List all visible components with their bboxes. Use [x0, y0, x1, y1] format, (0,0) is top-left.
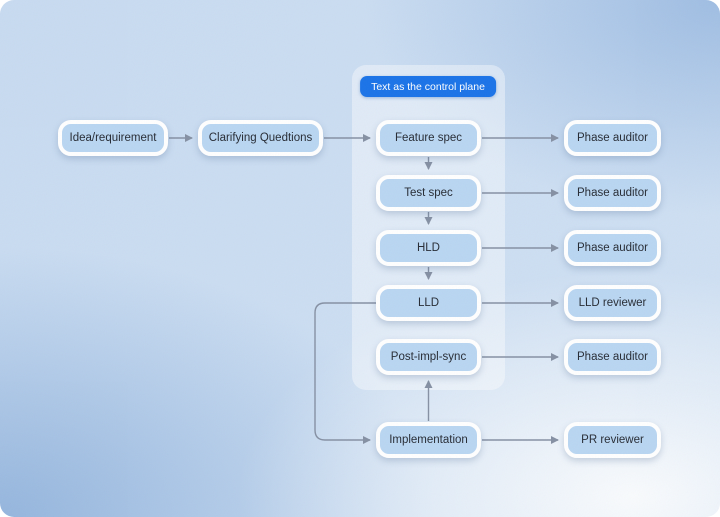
node-label: Feature spec [394, 132, 463, 144]
node-label: Implementation [389, 434, 468, 446]
node-phase-auditor-2: Phase auditor [564, 175, 661, 211]
node-clarifying-questions: Clarifying Quedtions [198, 120, 323, 156]
node-label: Phase auditor [577, 351, 648, 363]
node-phase-auditor-3: Phase auditor [564, 230, 661, 266]
node-phase-auditor-4: Phase auditor [564, 339, 661, 375]
node-pr-reviewer: PR reviewer [564, 422, 661, 458]
node-test-spec: Test spec [376, 175, 481, 211]
node-hld: HLD [376, 230, 481, 266]
node-label: Clarifying Quedtions [208, 132, 313, 144]
node-label: Idea/requirement [69, 132, 157, 144]
node-post-impl-sync: Post-impl-sync [376, 339, 481, 375]
node-idea-requirement: Idea/requirement [58, 120, 168, 156]
control-plane-badge: Text as the control plane [360, 76, 496, 97]
node-label: Test spec [404, 187, 453, 199]
node-label: Post-impl-sync [390, 351, 467, 363]
node-label: HLD [416, 242, 440, 254]
node-feature-spec: Feature spec [376, 120, 481, 156]
node-implementation: Implementation [376, 422, 481, 458]
node-label: LLD [417, 297, 440, 309]
node-label: LLD reviewer [578, 297, 647, 309]
node-label: Phase auditor [577, 242, 648, 254]
node-phase-auditor-1: Phase auditor [564, 120, 661, 156]
node-lld: LLD [376, 285, 481, 321]
node-label: Phase auditor [577, 132, 648, 144]
node-label: Phase auditor [577, 187, 648, 199]
node-label: PR reviewer [581, 434, 644, 446]
node-lld-reviewer: LLD reviewer [564, 285, 661, 321]
